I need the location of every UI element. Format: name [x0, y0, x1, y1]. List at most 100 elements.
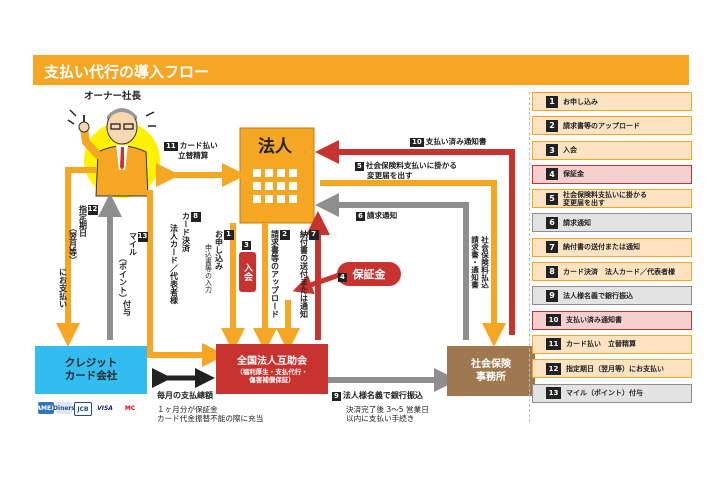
- num-1: 1: [223, 230, 234, 240]
- num-12: 12: [87, 205, 98, 215]
- label-1b: 申込書等の入力: [203, 244, 213, 293]
- bank-note2: 以内に支払い手続き: [346, 414, 415, 423]
- arrow-4: [292, 271, 343, 295]
- legend-item-8: 8 カード決済 法人カード／代表者様: [532, 262, 692, 282]
- bank-note1: 決済完了後 3～5 営業日: [346, 405, 429, 414]
- label-6-text: 請求通知: [366, 211, 398, 220]
- mutual-sub1: （福利厚生・支払代行・: [236, 367, 308, 376]
- legend-text: 保証金: [563, 170, 584, 179]
- social-vert-l2: 請求書・通知書: [470, 236, 480, 289]
- label-social-vert-2: 請求書・通知書: [470, 236, 480, 289]
- arrow-12: [56, 167, 96, 347]
- owner-label: オーナー社長: [84, 91, 142, 102]
- num-4: 4: [338, 273, 347, 282]
- label-8: 8 カード決済: [181, 212, 201, 252]
- legend-item-2: 2 請求書等のアップロード: [532, 116, 692, 136]
- label-13c: 付与: [122, 300, 132, 316]
- diners-card-icon: Diners: [53, 402, 75, 414]
- amex-card-icon: AMEX: [36, 402, 56, 414]
- badge-num-3: 3: [242, 240, 253, 250]
- label-2: 2 請求書等のアップロード: [270, 230, 290, 318]
- legend-item-7: 7 納付書の送付または通知: [532, 237, 692, 257]
- label-11-l2: 立替精算: [178, 151, 209, 160]
- legend-num: 8: [546, 265, 558, 278]
- social-line2: 事務所: [476, 372, 506, 383]
- legend-item-4: 4 保証金: [532, 164, 692, 184]
- legend-text: 納付書の送付または通知: [563, 243, 640, 252]
- label-12-l1: 指定期日: [78, 205, 88, 237]
- label-13: 13 マイル: [128, 232, 148, 256]
- credit-line1: クレジット: [64, 357, 118, 369]
- monthly-note1: １ヶ月分が保証金: [157, 405, 218, 414]
- mastercard-icon: MC: [120, 402, 140, 414]
- arrow-6: [315, 193, 469, 340]
- num-10: 10: [410, 138, 424, 147]
- mutual-aid-box: 全国法人互助会 （福利厚生・支払代行・ 傷害補償保証）: [216, 344, 328, 394]
- arrow-10: [315, 140, 515, 335]
- num-2: 2: [279, 230, 290, 240]
- legend-text: カード決済 法人カード／代表者様: [563, 267, 675, 276]
- mutual-line1: 全国法人互助会: [237, 355, 307, 367]
- num-11: 11: [164, 142, 178, 151]
- num-13: 13: [137, 232, 148, 242]
- legend-item-13: 13 マイル（ポイント）付与: [532, 383, 692, 403]
- label-5-l2: 変更届を出す: [367, 171, 413, 180]
- label-12: 12 指定期日: [78, 205, 98, 237]
- legend-num: 2: [546, 119, 558, 132]
- num-3: 3: [242, 241, 251, 250]
- monthly-note2: カード代金振替不能の際に充当: [157, 414, 264, 423]
- label-12-l3: にお支払い: [58, 268, 68, 308]
- owner-figure-icon: [67, 108, 160, 198]
- num-7: 7: [308, 230, 319, 240]
- label-12c: にお支払い: [58, 268, 68, 308]
- label-10-text: 支払い済み通知書: [425, 137, 487, 146]
- legend-num: 13: [546, 387, 561, 400]
- label-12b: （翌月等）: [68, 224, 78, 264]
- label-7: 7 納付書の送付または通知: [299, 230, 319, 318]
- label-1: 1 お申し込み: [214, 230, 234, 270]
- corp-name: 法人: [258, 137, 292, 157]
- arrow-5: [320, 180, 506, 347]
- legend-item-1: 1 お申し込み: [532, 92, 692, 111]
- legend-text: お申し込み: [563, 97, 598, 106]
- label-2-text: 請求書等のアップロード: [270, 230, 280, 318]
- legend-text: 支払い済み通知書: [566, 316, 622, 325]
- legend-text: 入会: [563, 146, 577, 155]
- label-8-l2: 法人カード／代表者様: [169, 224, 179, 304]
- label-9-text: 法人様名義で銀行振込: [342, 391, 423, 400]
- label-12-l2: （翌月等）: [68, 224, 78, 264]
- num-5: 5: [355, 162, 364, 171]
- legend-num: 6: [546, 216, 558, 229]
- social-insurance-office-box: 社会保険 事務所: [447, 346, 535, 396]
- legend-num: 4: [546, 168, 558, 181]
- social-line1: 社会保険: [471, 359, 511, 370]
- legend-text: 請求通知: [563, 218, 591, 227]
- monthly-title: 毎月の支払總額: [157, 391, 213, 400]
- label-13b: （ポイント）: [118, 254, 128, 302]
- label-7-text: 納付書の送付または通知: [299, 230, 309, 318]
- legend-text: 請求書等のアップロード: [563, 121, 640, 130]
- legend-num: 9: [546, 289, 558, 302]
- legend-num: 11: [546, 338, 561, 351]
- label-13-l1: マイル: [128, 232, 138, 256]
- corp-building-icon: [239, 127, 315, 224]
- label-5-l1: 社会保険料支払いに掛かる: [365, 161, 457, 170]
- label-11-l1: カード払い: [179, 141, 218, 150]
- legend-num: 7: [546, 241, 558, 254]
- legend-divider: [529, 92, 530, 422]
- credit-card-company-box: クレジット カード会社: [35, 346, 147, 394]
- membership-badge: 入会: [239, 252, 256, 292]
- legend-text: マイル（ポイント）付与: [566, 389, 643, 398]
- legend-num: 1: [546, 95, 558, 108]
- label-8-l1: カード決済: [181, 212, 191, 252]
- legend-num: 3: [546, 144, 558, 157]
- visa-card-icon: VISA: [94, 402, 116, 414]
